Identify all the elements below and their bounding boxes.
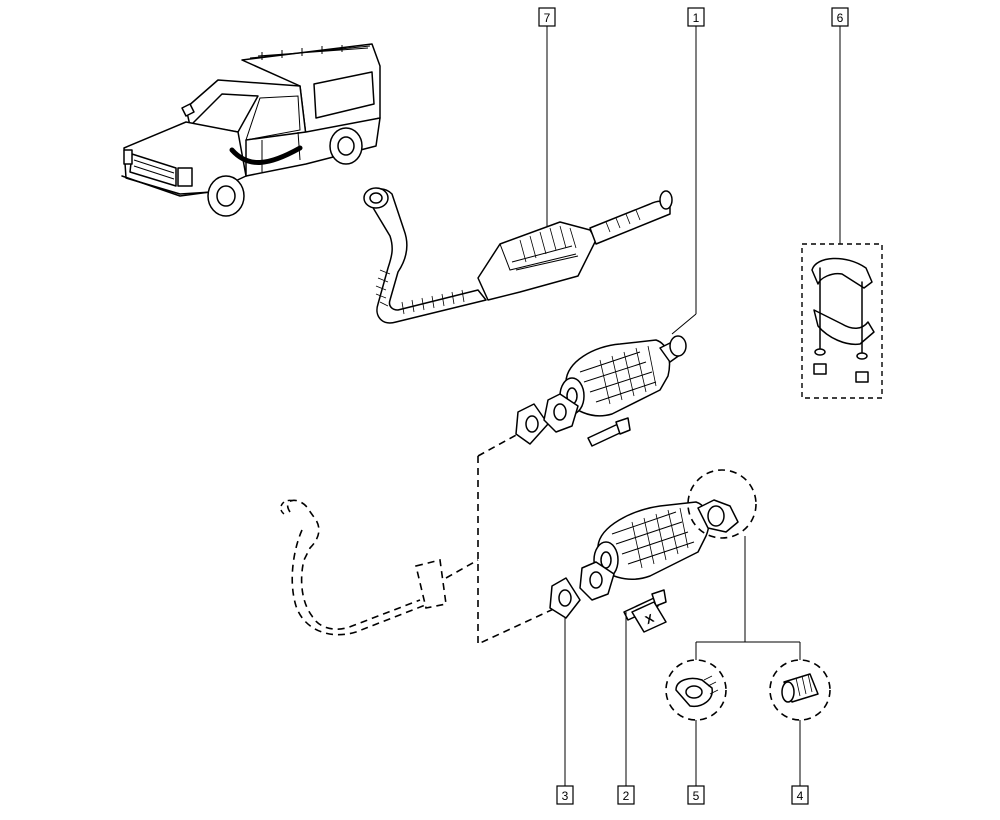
- sleeve-detail-4: [769, 659, 831, 721]
- clamp-kit-6: [801, 243, 883, 399]
- callout-3: 3: [556, 785, 574, 805]
- rear-flange-detail-ring: [687, 469, 757, 539]
- leader-lines: [546, 26, 841, 786]
- callout-4-label: 4: [797, 789, 804, 803]
- callout-4: 4: [791, 785, 809, 805]
- bolt-x-marker: X: [631, 601, 667, 633]
- callout-7-label: 7: [544, 11, 551, 25]
- callout-6-label: 6: [837, 11, 844, 25]
- callout-7: 7: [538, 7, 556, 27]
- catalytic-converter-lower: X: [549, 499, 739, 633]
- van-illustration: [121, 43, 381, 217]
- downpipe-phantom: [280, 499, 479, 636]
- callout-5: 5: [687, 785, 705, 805]
- front-pipe-assembly: [363, 187, 673, 324]
- catalytic-converter-1: [515, 335, 687, 447]
- callout-5-label: 5: [693, 789, 700, 803]
- seal-detail-5: [665, 659, 727, 721]
- callout-2-label: 2: [623, 789, 630, 803]
- callout-6: 6: [831, 7, 849, 27]
- callout-3-label: 3: [562, 789, 569, 803]
- callout-2: 2: [617, 785, 635, 805]
- callout-1-label: 1: [693, 11, 700, 25]
- assembly-guide-lines: [477, 433, 561, 646]
- callout-1: 1: [687, 7, 705, 27]
